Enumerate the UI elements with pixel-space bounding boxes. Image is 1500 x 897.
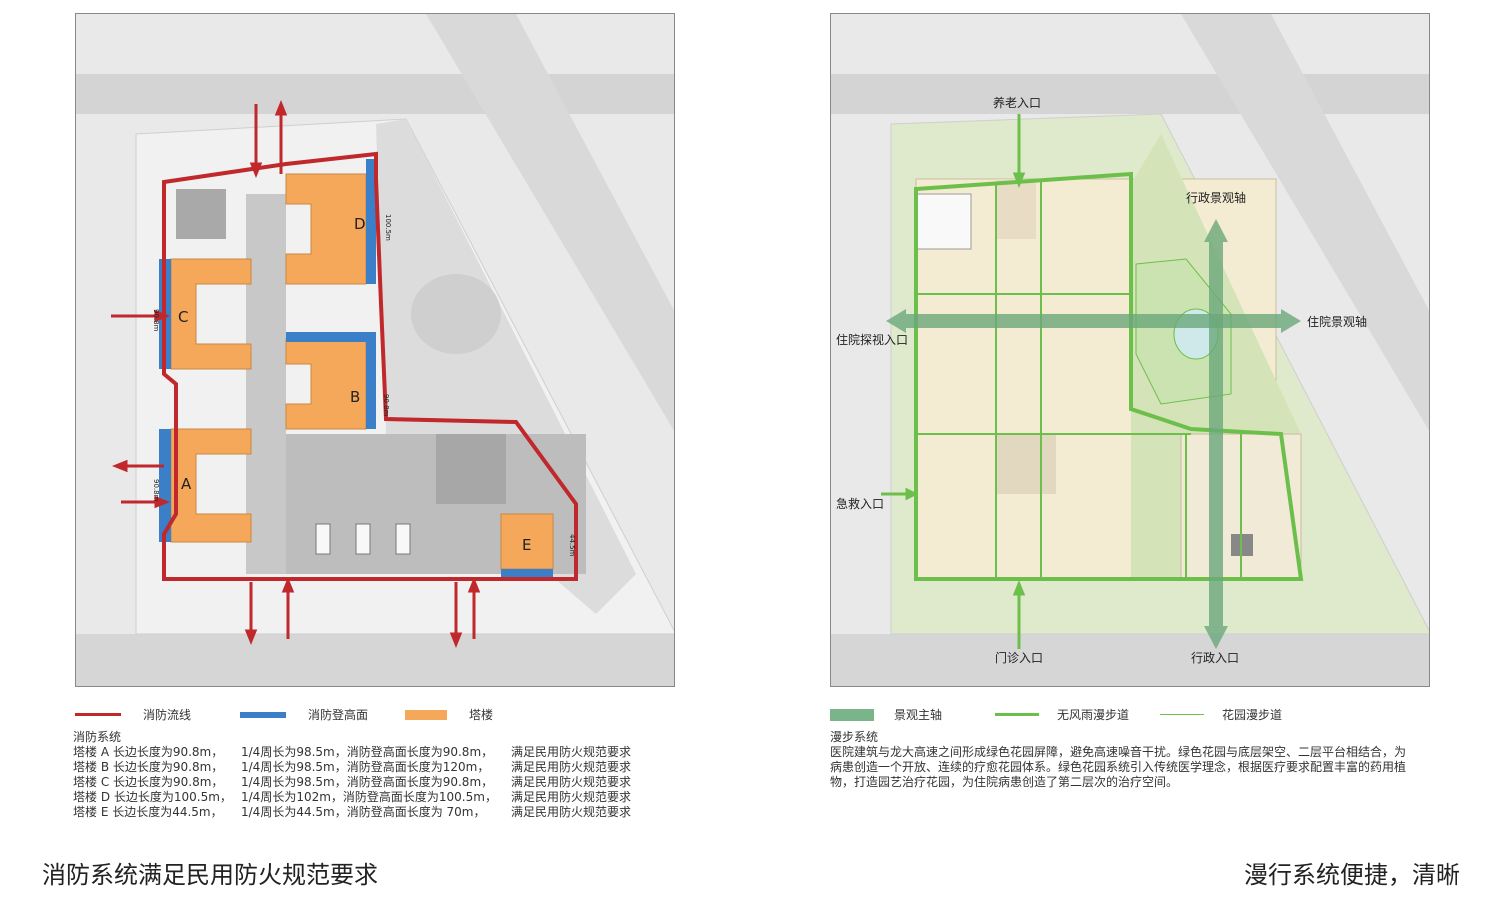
note-row: 塔楼 C 长边长度为90.8m，1/4周长为98.5m，消防登高面长度为90.8… (73, 775, 632, 789)
fire-system-drawing: D C B A E 100.5m 90.8m 90.8m 90.8m 44.5m (76, 14, 674, 686)
tower-measure-a: 90.8m (152, 479, 160, 502)
tower-label-a: A (181, 475, 192, 493)
garden-walkway-legend-label: 花园漫步道 (1222, 708, 1283, 722)
tower-label-c: C (178, 308, 188, 326)
tower-measure-b: 90.8m (382, 394, 390, 417)
tower-label-e: E (522, 536, 531, 554)
tower-label-b: B (350, 388, 360, 406)
label-admin-entrance: 行政入口 (1191, 651, 1239, 665)
label-admin-axis: 行政景观轴 (1186, 190, 1246, 205)
tower-measure-c: 90.8m (152, 309, 160, 332)
tower-e (500, 513, 554, 577)
fire-route-legend-label: 消防流线 (143, 708, 192, 722)
right-caption: 漫行系统便捷，清晰 (1244, 861, 1460, 889)
label-outpatient-entrance: 门诊入口 (995, 650, 1043, 665)
left-caption: 消防系统满足民用防火规范要求 (42, 861, 378, 889)
tower-d (285, 159, 376, 285)
entrance-arrows (881, 114, 1026, 649)
note-row: 塔楼 D 长边长度为100.5m，1/4周长为102m，消防登高面长度为100.… (73, 790, 632, 804)
walk-notes-title: 漫步系统 (830, 730, 879, 744)
axis-legend-label: 景观主轴 (894, 708, 943, 722)
fire-system-notes: 消防系统 塔楼 A 长边长度为90.8m，1/4周长为98.5m，消防登高面长度… (73, 730, 631, 820)
note-row: 塔楼 A 长边长度为90.8m，1/4周长为98.5m，消防登高面长度为90.8… (73, 745, 632, 759)
tower-legend-label: 塔楼 (469, 708, 494, 722)
label-inpatient-visit-entrance: 住院探视入口 (836, 332, 908, 347)
label-elderly-entrance: 养老入口 (993, 95, 1041, 110)
fire-route-loop (162, 151, 578, 581)
walking-system-site-plan: 养老入口 行政景观轴 住院探视入口 住院景观轴 急救入口 门诊入口 行政入口 (830, 13, 1430, 687)
tower-swatch (405, 709, 447, 720)
tower-label-d: D (354, 215, 366, 233)
walking-system-notes: 漫步系统 医院建筑与龙大高速之间形成绿色花园屏障，避免高速噪音干扰。绿色花园与底… (830, 730, 1440, 790)
walk-legend-garden: 花园漫步道 (1160, 706, 1282, 723)
garden-walkway (916, 179, 1242, 579)
tower-a (159, 428, 252, 543)
fire-face-legend-label: 消防登高面 (308, 708, 369, 722)
covered-walkway-legend-label: 无风雨漫步道 (1057, 708, 1130, 722)
fire-face-swatch (240, 711, 286, 718)
fire-route-arrows (111, 99, 481, 649)
label-emergency-entrance: 急救入口 (836, 496, 884, 511)
tower-measure-d: 100.5m (384, 214, 392, 241)
walk-legend-axis: 景观主轴 (830, 706, 942, 723)
garden-walkway-swatch (1160, 714, 1204, 715)
label-inpatient-axis: 住院景观轴 (1307, 314, 1367, 329)
tower-measure-e: 44.5m (568, 534, 576, 557)
covered-walkway-swatch (995, 713, 1039, 716)
fire-legend-tower: 塔楼 (405, 706, 493, 723)
fire-legend-route: 消防流线 (75, 706, 191, 723)
landscape-axis-horizontal (886, 309, 1301, 333)
walk-notes-line: 医院建筑与龙大高速之间形成绿色花园屏障，避免高速噪音干扰。绿色花园与底层架空、二… (830, 745, 1407, 759)
covered-walkway (914, 171, 1304, 581)
fire-system-site-plan: D C B A E 100.5m 90.8m 90.8m 90.8m 44.5m (75, 13, 675, 687)
tower-b (285, 332, 376, 430)
walk-notes-line: 物，打造园艺治疗花园，为住院病患创造了第二层次的治疗空间。 (830, 775, 1179, 789)
fire-legend-face: 消防登高面 (240, 706, 368, 723)
note-row: 塔楼 E 长边长度为44.5m，1/4周长为44.5m，消防登高面长度为 70m… (73, 805, 632, 819)
walk-notes-line: 病患创造一个开放、连续的疗愈花园体系。绿色花园系统引入传统医学理念，根据医疗要求… (830, 760, 1407, 774)
fire-route-swatch (75, 713, 121, 716)
walking-system-drawing: 养老入口 行政景观轴 住院探视入口 住院景观轴 急救入口 门诊入口 行政入口 (831, 14, 1429, 686)
note-row: 塔楼 B 长边长度为90.8m，1/4周长为98.5m，消防登高面长度为120m… (73, 760, 632, 774)
fire-notes-title: 消防系统 (73, 730, 122, 744)
axis-swatch (830, 708, 874, 721)
walk-legend-covered: 无风雨漫步道 (995, 706, 1129, 723)
landscape-axis-vertical (1204, 219, 1228, 649)
